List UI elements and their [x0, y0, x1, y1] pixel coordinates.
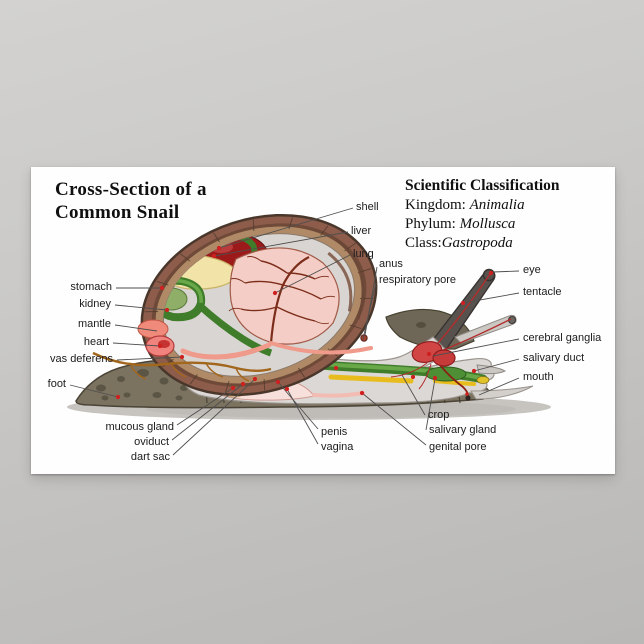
label-dart-sac: dart sac — [130, 451, 170, 463]
snail-anatomy-poster: Cross-Section of a Common Snail Scientif… — [31, 167, 615, 474]
marker-dots — [115, 245, 494, 400]
class-value: Gastropoda — [441, 235, 513, 251]
kingdom-label: Kingdom: — [405, 197, 466, 213]
label-mantle: mantle — [77, 318, 111, 330]
poster-title-line1: Cross-Section of a — [55, 179, 207, 200]
kingdom-value: Animalia — [469, 197, 525, 213]
label-heart: heart — [83, 336, 109, 348]
opening-organs — [92, 319, 373, 382]
classification-heading: Scientific Classification — [405, 177, 560, 194]
label-salivary-duct: salivary duct — [523, 352, 585, 364]
label-vas-deferens: vas deferens — [50, 353, 113, 365]
label-crop: crop — [428, 409, 450, 421]
phylum-label: Phylum: — [405, 216, 456, 232]
eye-dot — [488, 270, 494, 276]
label-penis: penis — [321, 426, 348, 438]
label-tentacle: tentacle — [523, 286, 562, 298]
classification-class-row: Class:Gastropoda — [405, 234, 560, 253]
label-kidney: kidney — [79, 298, 111, 310]
label-foot: foot — [47, 378, 66, 390]
label-liver: liver — [351, 225, 372, 237]
label-salivary-gland: salivary gland — [429, 424, 497, 436]
scientific-classification: Scientific Classification Kingdom: Anima… — [405, 176, 560, 253]
poster-title-line2: Common Snail — [55, 202, 180, 223]
label-stomach: stomach — [70, 281, 112, 293]
label-respiratory-pore: respiratory pore — [379, 274, 457, 286]
label-mouth: mouth — [523, 371, 554, 383]
label-genital-pore: genital pore — [429, 441, 487, 453]
label-shell: shell — [356, 201, 379, 213]
classification-phylum-row: Phylum: Mollusca — [405, 215, 560, 234]
phylum-value: Mollusca — [459, 216, 516, 232]
label-lung: lung — [353, 248, 374, 260]
classification-kingdom-row: Kingdom: Animalia — [405, 196, 560, 215]
label-anus: anus — [379, 258, 403, 270]
leader-lines — [69, 207, 520, 456]
label-mucous-gland: mucous gland — [105, 421, 175, 433]
class-label: Class: — [405, 235, 442, 251]
label-oviduct: oviduct — [134, 436, 169, 448]
snail-illustration — [67, 207, 551, 456]
cerebral-ganglia-and-nerves — [390, 273, 512, 401]
poster-title: Cross-Section of a Common Snail — [55, 178, 207, 224]
label-cerebral-ganglia: cerebral ganglia — [523, 332, 602, 344]
label-eye: eye — [523, 264, 541, 276]
label-vagina: vagina — [321, 441, 354, 453]
